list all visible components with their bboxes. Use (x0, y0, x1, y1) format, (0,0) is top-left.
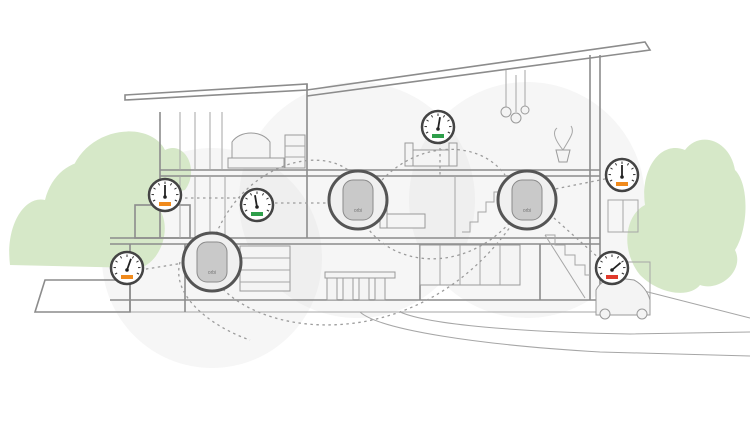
bookshelf (284, 134, 306, 169)
speed-gauges (109, 109, 640, 286)
bed-icon (227, 132, 285, 169)
tree-icon (627, 139, 746, 293)
house-structure (33, 41, 652, 313)
dining-table-icon (324, 271, 396, 301)
speed-gauge-icon (147, 177, 183, 213)
router-brand-label: orbi (208, 270, 216, 276)
speed-gauge-icon (239, 187, 275, 223)
ground (35, 289, 750, 357)
speed-gauge-icon (109, 250, 145, 286)
car-icon (595, 277, 651, 320)
sofa-icon (404, 142, 458, 167)
router-icon: orbi (327, 169, 389, 231)
speed-gauge-icon (594, 250, 630, 286)
router-brand-label: orbi (354, 208, 362, 214)
plant-icon (554, 125, 573, 163)
router-icon: orbi (181, 231, 243, 293)
speed-gauge-icon (604, 157, 640, 193)
speed-gauge-icon (420, 109, 456, 145)
shelf-unit (239, 245, 291, 292)
router-brand-label: orbi (523, 208, 531, 214)
router-icon: orbi (496, 169, 558, 231)
pendant-lamp-icon (500, 70, 530, 124)
